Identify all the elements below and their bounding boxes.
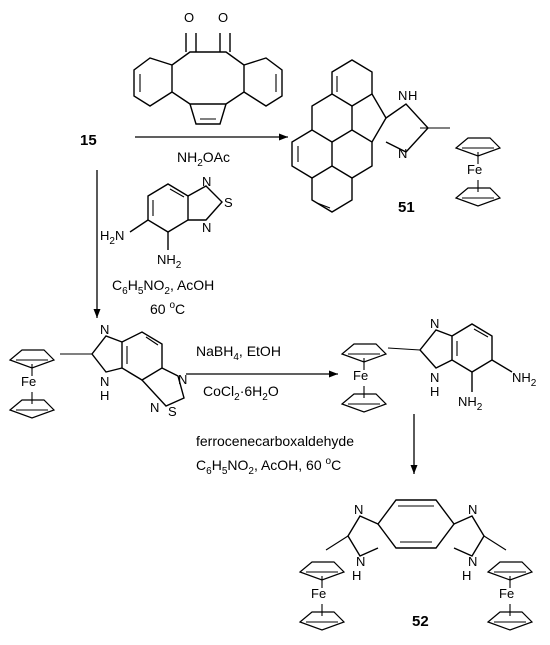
svg-text:N: N: [356, 554, 365, 569]
oxygen-atom-left: O: [184, 10, 194, 25]
pyrene-dione-reagent: O O: [133, 10, 283, 125]
ferrocenyl-imidazo-benzothiadiazole: N N H N S N Fe: [9, 322, 187, 419]
condition-nh2oac: NH2OAc: [177, 149, 230, 169]
compound-15-label: 15: [80, 132, 97, 149]
iron-diamine: Fe: [353, 368, 368, 383]
nh2-diamine-bottom: NH2: [458, 394, 483, 413]
condition-60c: 60 oC: [150, 300, 185, 317]
ferrocenyl-benzimidazole-diamine: N N H NH2 NH2 Fe: [341, 316, 537, 413]
svg-text:N: N: [202, 174, 211, 189]
svg-text:H: H: [430, 384, 439, 399]
iron-intermediate: Fe: [21, 374, 36, 389]
svg-text:N: N: [202, 220, 211, 235]
svg-text:H: H: [100, 388, 109, 403]
condition-cocl2: CoCl2·6H2O: [203, 383, 279, 403]
svg-text:N: N: [100, 322, 109, 337]
svg-text:N: N: [354, 502, 363, 517]
nh-51: N: [398, 88, 407, 103]
product-51-structure: N H N Fe: [291, 59, 501, 213]
svg-text:H: H: [462, 568, 471, 583]
svg-text:N: N: [430, 316, 439, 331]
svg-text:N: N: [468, 502, 477, 517]
condition-nabh4: NaBH4, EtOH: [196, 343, 281, 363]
iron-52-right: Fe: [499, 586, 514, 601]
svg-text:S: S: [224, 195, 233, 210]
svg-text:S: S: [168, 404, 177, 419]
condition-final: C6H5NO2, AcOH, 60 oC: [196, 456, 341, 477]
iron-51: Fe: [467, 162, 482, 177]
svg-text:N: N: [430, 370, 439, 385]
compound-52-label: 52: [412, 613, 429, 630]
diamine-thiadiazole-reagent: N S N H2N NH2: [100, 174, 233, 271]
svg-text:N: N: [100, 374, 109, 389]
svg-text:N: N: [150, 400, 159, 415]
oxygen-atom-right: O: [218, 10, 228, 25]
h-51: H: [408, 88, 417, 103]
svg-text:N: N: [178, 372, 187, 387]
n-51: N: [398, 146, 407, 161]
nh2-diamine-right: NH2: [512, 370, 537, 389]
condition-nitrobenzene-acoh: C6H5NO2, AcOH: [112, 277, 214, 297]
product-52-structure: N N H N N H Fe Fe: [299, 499, 533, 631]
h2n-amine: H2N: [100, 228, 124, 247]
svg-text:N: N: [468, 554, 477, 569]
iron-52-left: Fe: [311, 586, 326, 601]
compound-51-label: 51: [398, 199, 415, 216]
nh2-amine: NH2: [157, 252, 182, 271]
svg-text:H: H: [352, 568, 361, 583]
condition-ferrocenecarboxaldehyde: ferrocenecarboxaldehyde: [196, 433, 354, 449]
